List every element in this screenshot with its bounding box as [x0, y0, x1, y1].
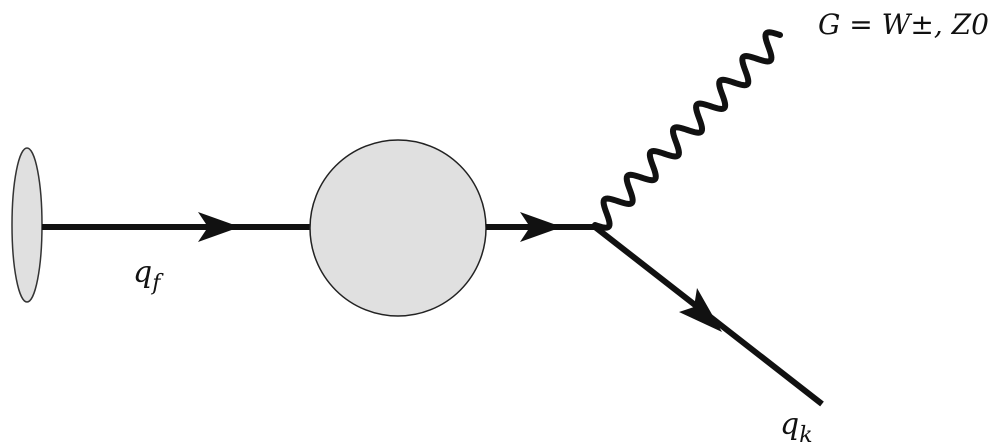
label-q-k-symbol: q — [780, 407, 799, 442]
hadron-blob — [11, 147, 43, 303]
label-q-k-subscript: k — [799, 423, 812, 443]
intermediate-quark-arrow — [520, 212, 562, 242]
outgoing-quark-arrow — [679, 288, 722, 332]
interaction-blob — [309, 139, 487, 317]
incoming-quark-arrow — [198, 212, 240, 242]
label-q-f: qf — [133, 255, 164, 296]
label-boson: G = W±, Z0 — [818, 8, 989, 41]
label-q-k: qk — [780, 407, 813, 443]
boson-wavy-line — [592, 29, 783, 231]
label-q-f-subscript: f — [150, 271, 164, 296]
label-q-f-symbol: q — [133, 255, 152, 290]
